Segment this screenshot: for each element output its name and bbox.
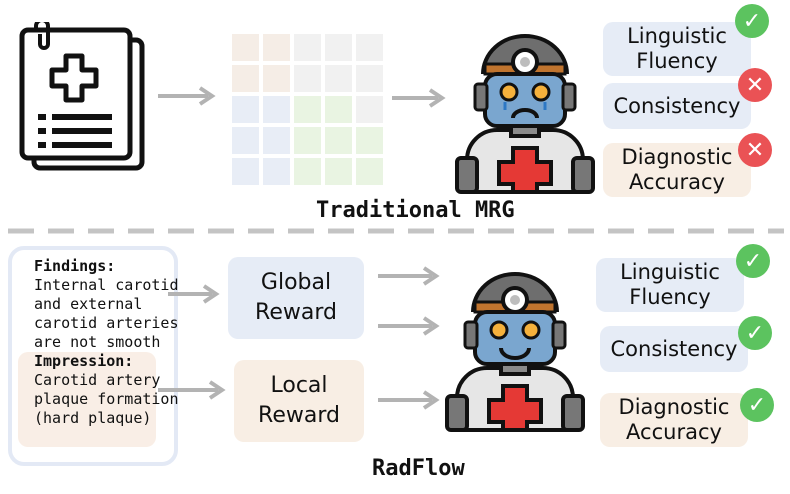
metric-label: Fluency	[636, 49, 718, 73]
impression-highlight	[18, 352, 156, 447]
arrow-icon	[378, 266, 440, 286]
metric-label: Diagnostic	[621, 145, 733, 169]
metric-label: Accuracy	[629, 170, 725, 194]
happy-robot-doctor-icon	[445, 272, 585, 432]
global-reward-line: Global	[260, 270, 332, 295]
metric-consistency: Consistency	[600, 326, 748, 372]
medical-record-icon	[19, 22, 145, 171]
metric-label: Linguistic	[627, 24, 727, 48]
findings-title: Findings:	[34, 257, 116, 275]
report-text: Findings: Internal carotid and external …	[34, 257, 179, 428]
arrow-icon	[158, 86, 216, 106]
metric-label: Linguistic	[620, 260, 720, 284]
metric-label: Consistency	[610, 336, 738, 361]
metric-diagnostic-accuracy: Diagnostic Accuracy	[600, 393, 748, 447]
impression-title: Impression:	[34, 352, 134, 370]
cross-icon: ✕	[738, 133, 772, 167]
arrow-icon	[378, 390, 440, 410]
arrow-icon	[168, 284, 220, 304]
arrow-icon	[158, 380, 226, 400]
local-reward-line: Reward	[258, 403, 340, 428]
metric-diagnostic-accuracy: Diagnostic Accuracy	[603, 143, 751, 197]
metric-linguistic-fluency: Linguistic Fluency	[596, 258, 744, 312]
metric-label: Diagnostic	[618, 395, 730, 419]
check-icon: ✓	[736, 244, 770, 278]
sad-robot-doctor-icon	[455, 34, 595, 194]
check-icon: ✓	[735, 4, 769, 38]
impression-line: Carotid artery	[34, 371, 161, 389]
global-reward-box: Global Reward	[228, 257, 364, 339]
caption-radflow: RadFlow	[372, 456, 465, 481]
findings-line: carotid arteries	[34, 314, 179, 332]
metric-label: Consistency	[613, 93, 741, 118]
cross-icon: ✕	[738, 68, 772, 102]
local-reward-box: Local Reward	[234, 360, 364, 442]
metric-linguistic-fluency: Linguistic Fluency	[603, 22, 751, 76]
impression-line: (hard plaque)	[34, 409, 152, 427]
section-divider	[8, 228, 784, 234]
metric-label: Fluency	[629, 285, 711, 309]
findings-line: are not smooth	[34, 333, 161, 351]
findings-line: and external	[34, 295, 143, 313]
caption-traditional-mrg: Traditional MRG	[316, 198, 515, 223]
impression-line: plaque formation	[34, 390, 179, 408]
local-reward-line: Local	[270, 373, 328, 398]
metric-consistency: Consistency	[603, 83, 751, 129]
global-reward-line: Reward	[255, 300, 337, 325]
arrow-icon	[392, 88, 446, 108]
check-icon: ✓	[738, 316, 772, 350]
metric-label: Accuracy	[626, 420, 722, 444]
check-icon: ✓	[740, 388, 774, 422]
findings-line: Internal carotid	[34, 276, 179, 294]
arrow-icon	[378, 316, 440, 336]
